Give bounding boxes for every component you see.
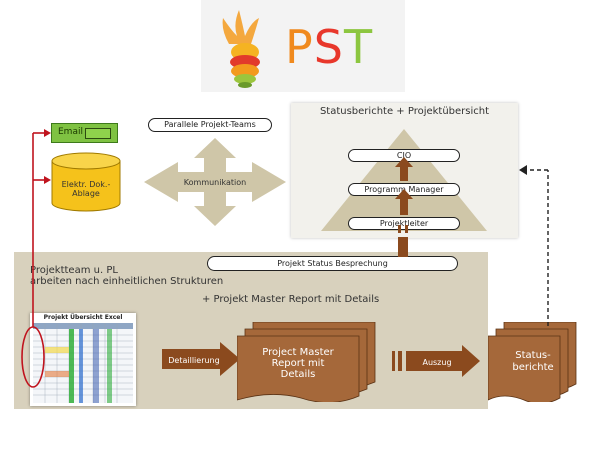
status-reports-label: Status-berichte	[512, 350, 554, 373]
extract-arrow: Auszug	[392, 345, 480, 377]
logo-letter: P	[285, 20, 314, 74]
level-project-lead: Projektleiter	[348, 217, 460, 230]
email-box: Email	[51, 123, 118, 143]
status-panel-title: Statusberichte + Projektübersicht	[319, 106, 490, 117]
arrow-right-icon	[44, 129, 51, 137]
pst-logo: PST	[201, 0, 405, 92]
arrow-right-icon	[406, 345, 480, 377]
logo-letter: T	[343, 20, 374, 74]
communication-label: Kommunikation	[184, 178, 246, 187]
extract-arrow-label: Auszug	[422, 358, 451, 367]
four-way-arrow-icon	[144, 138, 286, 226]
pyramid-shape	[321, 129, 487, 231]
document-icon	[237, 335, 360, 402]
status-meeting-label: Projekt Status Besprechung	[207, 256, 458, 271]
archive-cylinder	[51, 152, 121, 212]
dashed-connector	[526, 169, 549, 326]
email-field-icon	[85, 128, 111, 139]
level-program-manager: Programm Manager	[348, 183, 460, 196]
detail-arrow: Detaillierung	[162, 342, 240, 376]
arrow-left-icon	[519, 165, 527, 175]
excel-overview-thumbnail: Projekt Übersicht Excel	[30, 313, 136, 406]
spreadsheet-grid-icon	[33, 323, 133, 403]
detail-arrow-label: Detaillierung	[168, 356, 219, 365]
excel-title: Projekt Übersicht Excel	[43, 314, 123, 321]
master-report-stack	[237, 322, 376, 402]
team-line-1: Projektteam u. PL	[30, 265, 118, 276]
team-line-2: arbeiten nach einheitlichen Strukturen	[30, 276, 224, 287]
email-label: Email	[58, 127, 83, 137]
status-report-panel: Statusberichte + Projektübersicht CIO Pr…	[291, 103, 518, 238]
fruit-splash-icon	[222, 10, 260, 88]
archive-label: Elektr. Dok.-Ablage	[61, 180, 111, 198]
arrow-right-icon	[162, 342, 240, 376]
logo-wordmark: PST	[285, 20, 373, 74]
logo-letter: S	[313, 20, 344, 74]
master-report-label: Project Master Report mit Details	[262, 347, 334, 380]
master-report-note: + Projekt Master Report mit Details	[202, 294, 380, 305]
parallel-teams-label: Parallele Projekt-Teams	[148, 118, 272, 132]
document-icon	[488, 335, 561, 402]
status-reports-stack	[488, 322, 577, 402]
level-cio: CIO	[348, 149, 460, 162]
communication-arrow: Kommunikation	[144, 138, 286, 226]
